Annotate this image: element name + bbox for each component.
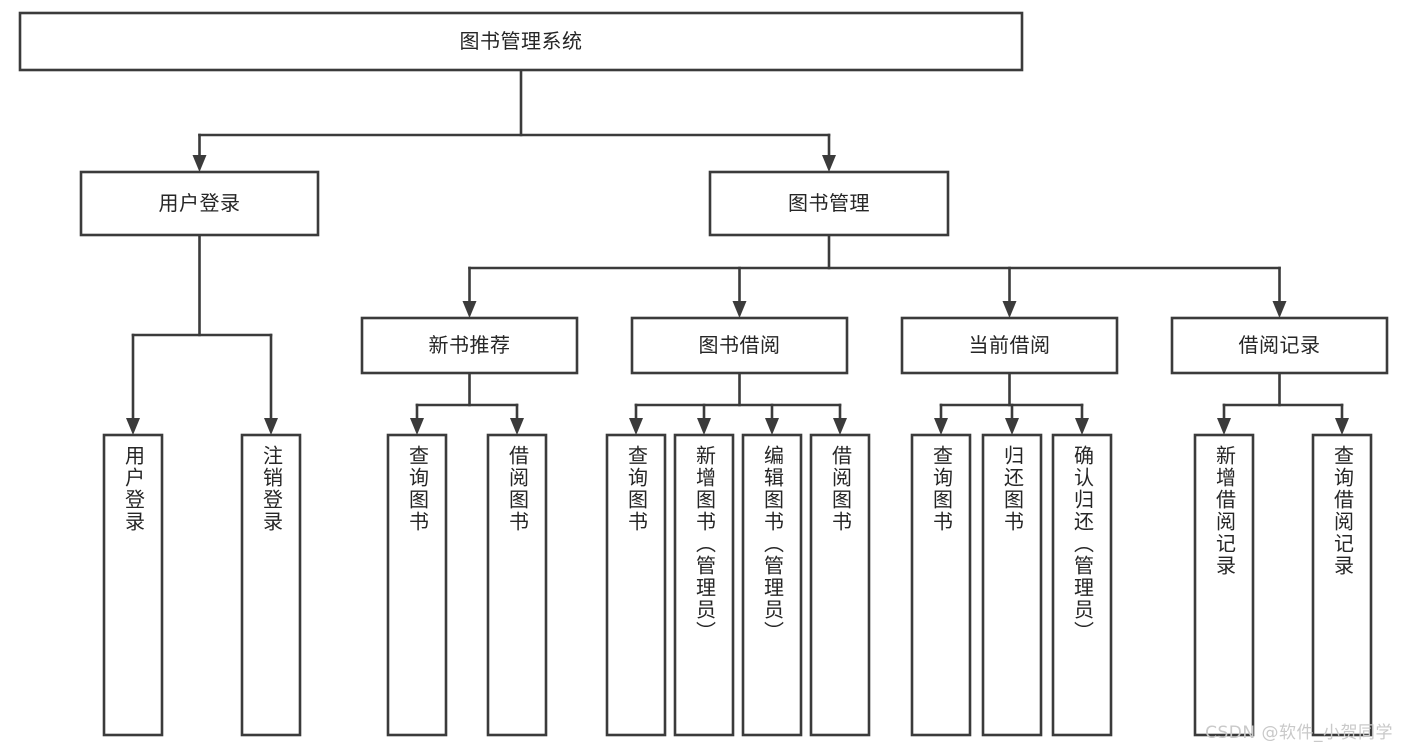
leaf-box-cb-confirm-return[interactable] xyxy=(1051,433,1113,737)
leaf-box-leaf-user-login[interactable] xyxy=(102,433,164,737)
leaf-box-bb-query-book[interactable] xyxy=(605,433,667,737)
node-label-current-borrow: 当前借阅 xyxy=(969,333,1051,357)
current-borrow-arrow-icon-2 xyxy=(1075,418,1089,435)
book-borrow-arrow-icon-1 xyxy=(697,418,711,435)
node-label-borrow-record: 借阅记录 xyxy=(1239,333,1321,357)
leaf-box-bb-borrow-book[interactable] xyxy=(809,433,871,737)
node-box-book-manage[interactable] xyxy=(708,170,950,237)
current-borrow-arrow-icon-0 xyxy=(934,418,948,435)
book-borrow-arrow-icon-0 xyxy=(629,418,643,435)
user-login-arrow-icon-1 xyxy=(264,418,278,435)
leaf-box-bb-edit-book[interactable] xyxy=(741,433,803,737)
leaf-box-br-query-record[interactable] xyxy=(1311,433,1373,737)
root-arrow-icon-1 xyxy=(822,155,836,172)
node-box-new-book-recommend[interactable] xyxy=(360,316,579,375)
book-manage-arrow-icon-3 xyxy=(1272,301,1287,318)
borrow-record-arrow-icon-0 xyxy=(1217,418,1231,435)
leaf-box-bb-add-book[interactable] xyxy=(673,433,735,737)
node-label-root: 图书管理系统 xyxy=(460,29,583,53)
node-label-user-login: 用户登录 xyxy=(159,191,241,215)
root-arrow-icon-0 xyxy=(192,155,207,172)
leaf-box-cb-query-book[interactable] xyxy=(910,433,972,737)
book-manage-arrow-icon-1 xyxy=(732,301,747,318)
node-label-new-book-recommend: 新书推荐 xyxy=(429,333,511,357)
user-login-arrow-icon-0 xyxy=(126,418,140,435)
leaf-box-nbr-borrow-book[interactable] xyxy=(486,433,548,737)
new-book-recommend-arrow-icon-0 xyxy=(410,418,424,435)
borrow-record-arrow-icon-1 xyxy=(1335,418,1349,435)
node-box-book-borrow[interactable] xyxy=(630,316,849,375)
leaf-box-cb-return-book[interactable] xyxy=(981,433,1043,737)
node-box-user-login[interactable] xyxy=(79,170,320,237)
node-label-book-manage: 图书管理 xyxy=(788,191,870,215)
leaf-box-nbr-query-book[interactable] xyxy=(386,433,448,737)
book-borrow-arrow-icon-3 xyxy=(833,418,847,435)
book-borrow-arrow-icon-2 xyxy=(765,418,779,435)
leaf-box-leaf-user-logout[interactable] xyxy=(240,433,302,737)
node-box-root[interactable] xyxy=(18,11,1024,72)
current-borrow-arrow-icon-1 xyxy=(1005,418,1019,435)
leaf-box-br-add-record[interactable] xyxy=(1193,433,1255,737)
node-box-borrow-record[interactable] xyxy=(1170,316,1389,375)
node-label-book-borrow: 图书借阅 xyxy=(699,333,781,357)
new-book-recommend-arrow-icon-1 xyxy=(510,418,524,435)
book-manage-arrow-icon-2 xyxy=(1002,301,1017,318)
node-box-current-borrow[interactable] xyxy=(900,316,1119,375)
book-manage-arrow-icon-0 xyxy=(462,301,477,318)
csdn-watermark: CSDN @软件_小贺同学 xyxy=(1205,723,1393,743)
